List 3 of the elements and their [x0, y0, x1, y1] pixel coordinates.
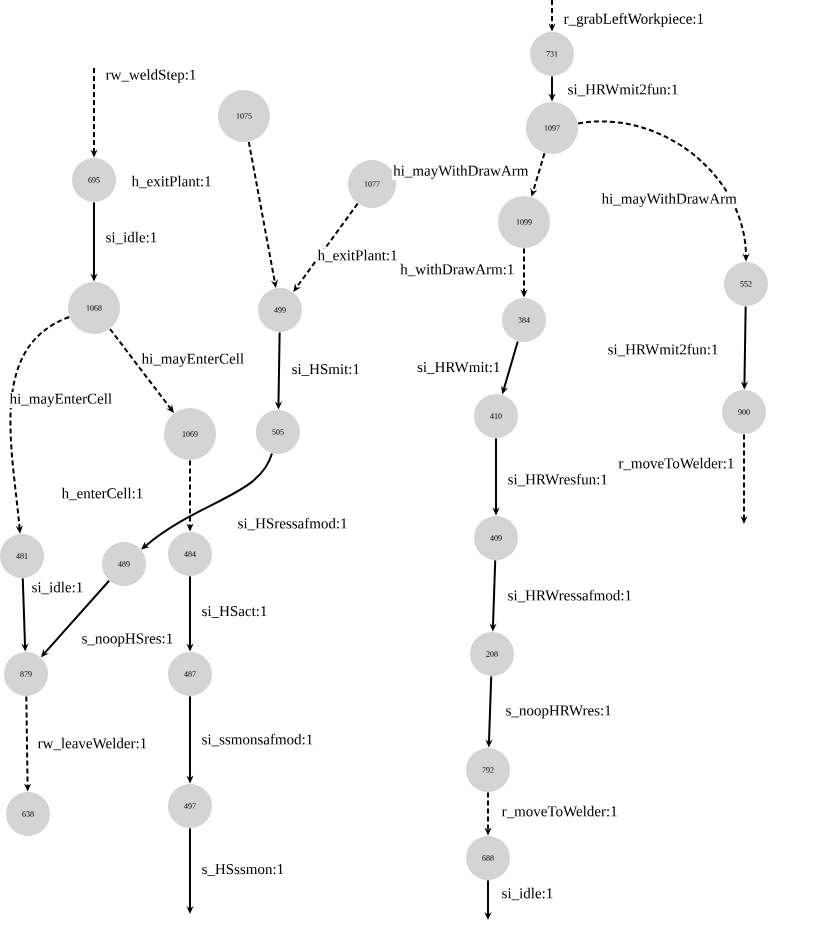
- arrow: [293, 202, 359, 292]
- arrow: [141, 452, 273, 550]
- arrow: [109, 328, 174, 413]
